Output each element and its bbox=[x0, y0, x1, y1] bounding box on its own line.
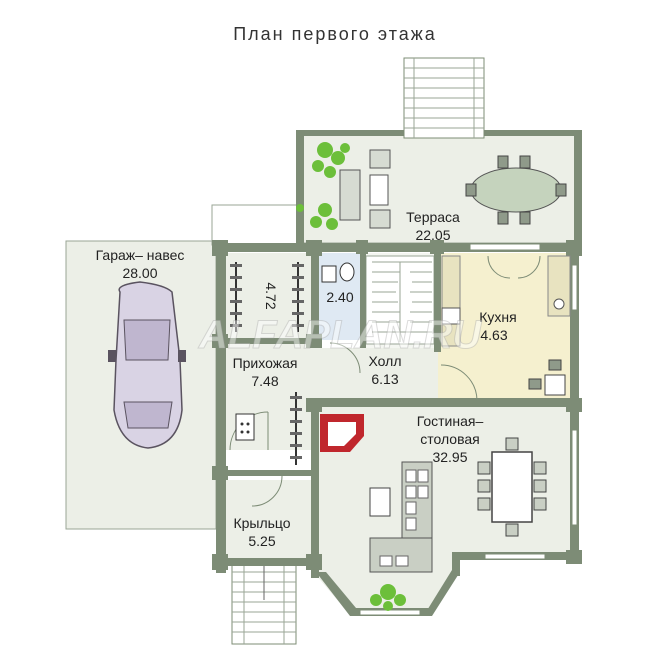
entry-area: 7.48 bbox=[251, 373, 278, 389]
windows bbox=[359, 243, 578, 616]
terrace-name: Терраса bbox=[406, 209, 460, 225]
room-labels: Гараж– навес 28.00 4.72 2.40 Терраса 22.… bbox=[96, 209, 517, 549]
kitchen-name: Кухня bbox=[479, 309, 516, 325]
entry-name: Прихожая bbox=[233, 355, 298, 371]
watermark: ALFAPLAN.RU bbox=[198, 313, 482, 357]
porch-name: Крыльцо bbox=[233, 515, 290, 531]
living-name-line2: столовая bbox=[420, 431, 480, 447]
garage-area: 28.00 bbox=[122, 265, 157, 281]
terrace-area: 22.05 bbox=[415, 227, 450, 243]
living-area: 32.95 bbox=[432, 449, 467, 465]
bath-area: 2.40 bbox=[326, 289, 353, 305]
hall-area: 6.13 bbox=[371, 371, 398, 387]
plan-title: План первого этажа bbox=[233, 24, 437, 44]
wardrobe-area: 4.72 bbox=[263, 282, 279, 309]
plant-icons bbox=[296, 142, 406, 611]
furniture bbox=[108, 149, 571, 573]
kitchen-area: 4.63 bbox=[480, 327, 507, 343]
porch-area: 5.25 bbox=[248, 533, 275, 549]
garage-name: Гараж– навес bbox=[96, 247, 185, 263]
hall-name: Холл bbox=[369, 353, 402, 369]
car-icon bbox=[108, 281, 186, 449]
living-name-line1: Гостиная– bbox=[417, 413, 484, 429]
stairs bbox=[232, 58, 484, 644]
